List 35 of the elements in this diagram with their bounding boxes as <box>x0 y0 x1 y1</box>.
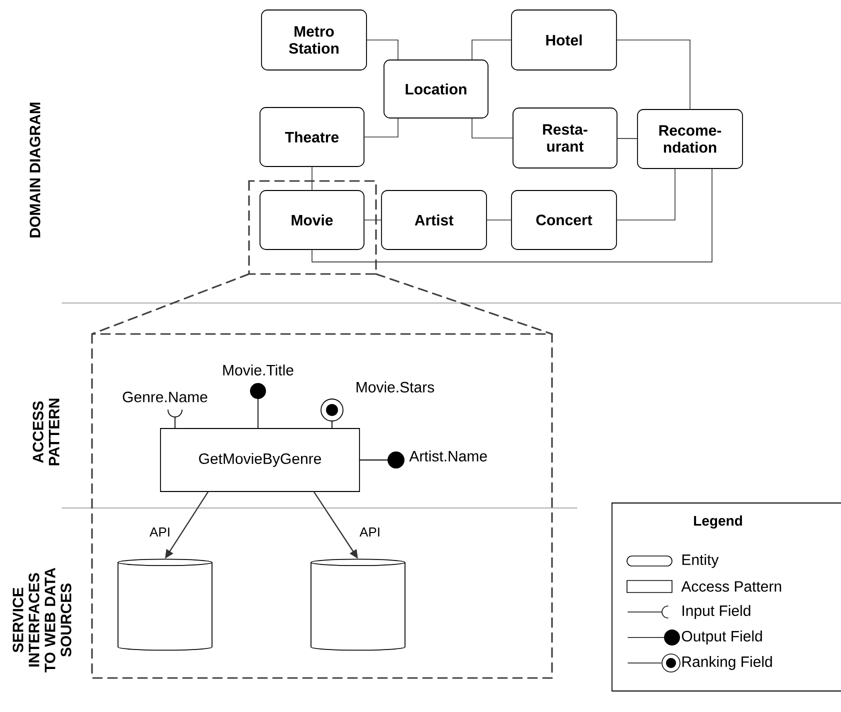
entity-box: Theatre <box>260 107 364 167</box>
connector-line <box>472 118 513 138</box>
field-label: Artist.Name <box>409 450 487 462</box>
entity-box: Movie <box>260 190 364 250</box>
section-label: ACCESS PATTERN <box>32 398 60 466</box>
legend-title: Legend <box>694 515 742 529</box>
connector-line <box>616 168 676 220</box>
field-label: Movie.Title <box>223 364 294 376</box>
section-label: DOMAIN DIAGRAM <box>30 102 40 238</box>
section-label: SERVICE INTERFACES TO WEB DATA SOURCES <box>12 568 72 672</box>
connector-line <box>617 138 638 139</box>
entity-box: Location <box>384 60 488 118</box>
edge-label: API <box>150 528 170 536</box>
legend-label: Access Pattern <box>681 581 782 592</box>
entity-box: Resta- urant <box>512 108 618 168</box>
legend-label: Output Field <box>682 630 762 644</box>
field-label: Genre.Name <box>122 392 208 402</box>
entity-box: Recome- ndation <box>637 109 743 169</box>
access-pattern-box: GetMovieByGenre <box>160 428 360 492</box>
connector-line <box>364 118 398 138</box>
legend-label: Entity <box>682 554 719 568</box>
field-label: Movie.Stars <box>356 382 434 392</box>
legend-label: Ranking Field <box>682 656 772 670</box>
legend-label: Input Field <box>682 605 750 619</box>
entity-box: Hotel <box>511 10 617 70</box>
connector-line <box>616 40 690 110</box>
entity-box: Metro Station <box>261 10 367 70</box>
database-cylinder <box>118 558 212 651</box>
connector-line <box>472 40 512 60</box>
connector-line <box>366 40 398 60</box>
edge-label: API <box>360 528 380 536</box>
entity-box: Concert <box>511 190 617 250</box>
entity-box: Artist <box>381 190 487 250</box>
connector-line <box>312 168 712 262</box>
database-cylinder <box>310 558 406 651</box>
